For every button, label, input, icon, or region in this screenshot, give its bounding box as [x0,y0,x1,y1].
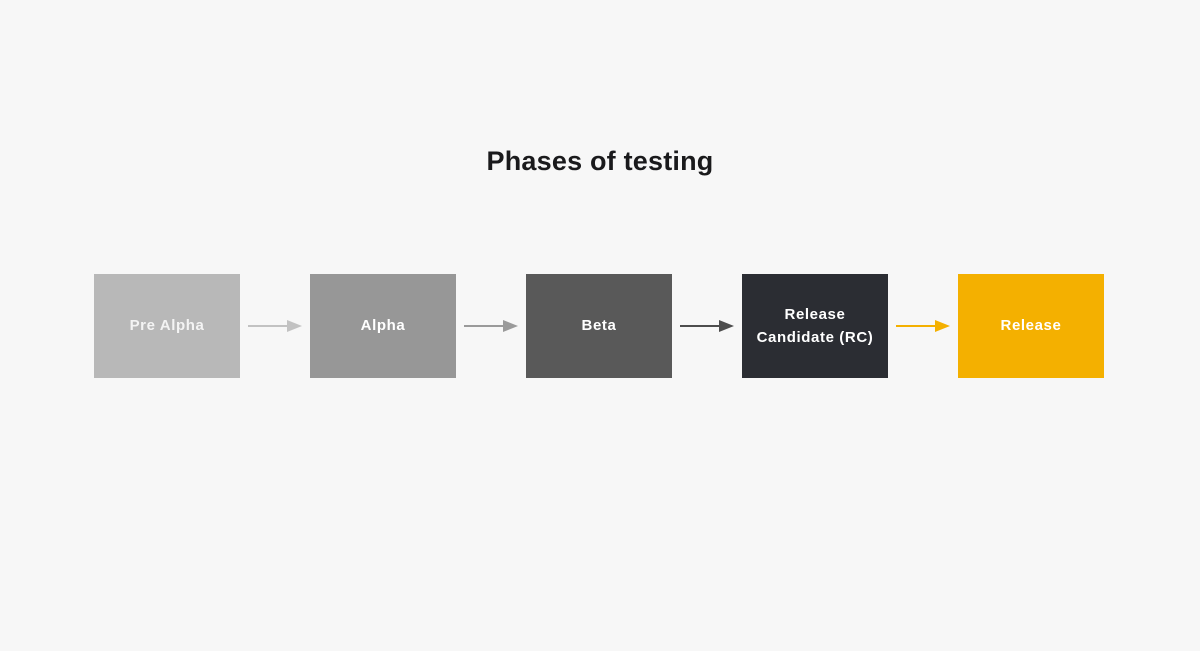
phase-label-pre-alpha: Pre Alpha [129,317,205,335]
phase-label-release: Release [1000,317,1062,335]
phase-box-release: Release [958,274,1104,378]
phases-flow: Pre Alpha Alpha Beta [94,274,1104,378]
phase-box-beta: Beta [526,274,672,378]
arrow-right-icon [240,274,310,378]
phase-box-alpha: Alpha [310,274,456,378]
phase-box-pre-alpha: Pre Alpha [94,274,240,378]
arrow-right-icon [888,274,958,378]
phase-label-alpha: Alpha [360,317,406,335]
page-title: Phases of testing [486,146,714,176]
arrow-right-icon [456,274,526,378]
phase-label-release-candidate: Release Candidate (RC) [756,305,874,346]
phase-box-release-candidate: Release Candidate (RC) [742,274,888,378]
arrow-right-icon [672,274,742,378]
phase-label-beta: Beta [581,317,617,335]
